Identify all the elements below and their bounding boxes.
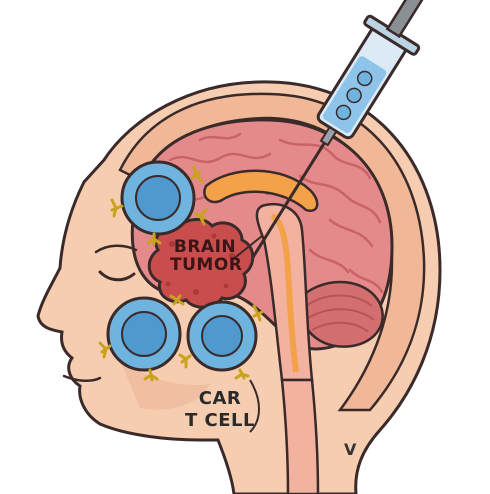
tumor-label-line2: TUMOR — [170, 255, 243, 275]
car-t-leader — [249, 379, 260, 433]
syringe — [246, 0, 431, 266]
tumor-label-line1: BRAIN — [173, 237, 237, 257]
closed-eye — [98, 270, 136, 282]
syringe-needle — [246, 142, 326, 266]
corner-partial-label: V — [344, 440, 357, 459]
tumor-label: BRAIN TUMOR — [170, 237, 243, 275]
needle-pointer — [231, 235, 263, 261]
car-t-cell-right — [178, 300, 264, 380]
car-t-label-line2: T CELL — [185, 410, 255, 431]
syringe-plunger — [385, 0, 431, 39]
eyebrow — [94, 244, 138, 254]
brainstem-core — [270, 213, 299, 373]
ventricle — [203, 169, 319, 213]
spinal-cord — [280, 378, 320, 494]
mouth-line — [62, 374, 102, 382]
cheek-shadow — [120, 360, 210, 410]
car-t-label-line1: CAR — [198, 388, 242, 409]
scalp-layer — [118, 92, 426, 412]
cerebellum-lines — [305, 294, 375, 333]
car-t-cell-top — [110, 160, 208, 246]
tumor-texture — [165, 233, 235, 295]
car-t-cell-left — [98, 294, 185, 382]
car-t-cell-label: CAR T CELL — [180, 388, 260, 432]
